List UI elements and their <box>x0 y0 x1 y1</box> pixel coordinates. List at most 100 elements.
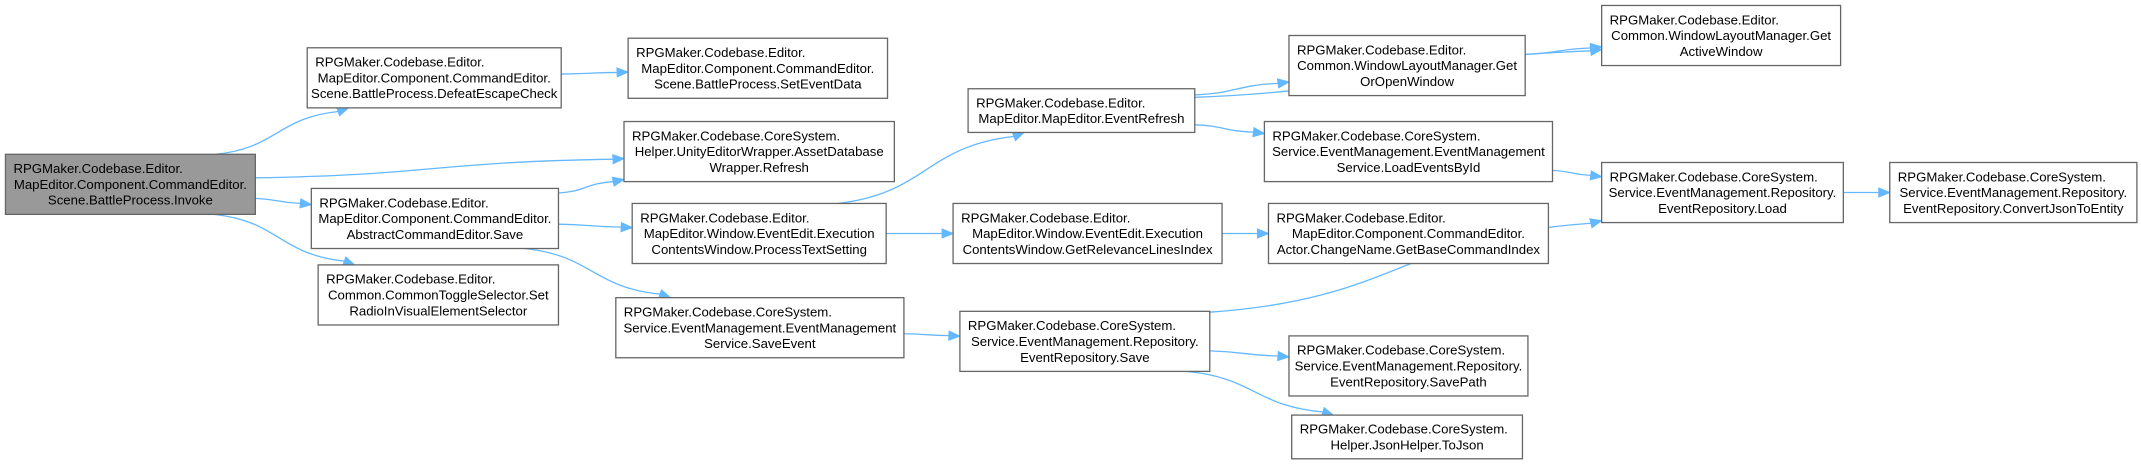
node-label-line: RPGMaker.Codebase.CoreSystem. <box>632 128 840 143</box>
arrowhead-icon <box>611 176 626 187</box>
node-box <box>306 47 562 109</box>
node-label-line: Common.WindowLayoutManager.Get <box>1297 58 1517 73</box>
node-savepath[interactable]: RPGMaker.Codebase.CoreSystem.Service.Eve… <box>1288 335 1529 397</box>
node-label-line: RPGMaker.Codebase.CoreSystem. <box>1898 169 2106 184</box>
node-label-line: Actor.ChangeName.GetBaseCommandIndex <box>1277 242 1541 257</box>
node-label-line: MapEditor.Window.EventEdit.Execution <box>972 226 1203 241</box>
node-label-line: Service.EventManagement.Repository. <box>971 334 1199 349</box>
node-label-line: Service.EventManagement.Repository. <box>1609 185 1837 200</box>
node-box <box>1288 335 1529 397</box>
edge-line <box>255 197 301 205</box>
node-load[interactable]: RPGMaker.Codebase.CoreSystem.Service.Eve… <box>1601 161 1844 224</box>
edge-load-to-convert <box>1843 187 1892 198</box>
edge-line <box>903 333 949 337</box>
node-invoke[interactable]: RPGMaker.Codebase.Editor.MapEditor.Compo… <box>4 153 256 216</box>
node-label-line: RPGMaker.Codebase.Editor. <box>1276 210 1445 225</box>
node-label-line: RPGMaker.Codebase.Editor. <box>326 272 495 287</box>
node-label-line: ContentsWindow.GetRelevanceLinesIndex <box>963 242 1213 257</box>
edge-line <box>1552 169 1591 176</box>
edge-line <box>213 213 345 262</box>
edge-line <box>1186 370 1323 413</box>
edge-invoke-to-abstractsave <box>255 197 313 209</box>
node-basecmd[interactable]: RPGMaker.Codebase.Editor.MapEditor.Compo… <box>1267 202 1550 265</box>
node-label-line: Helper.JsonHelper.ToJson <box>1330 437 1483 452</box>
node-label-line: RPGMaker.Codebase.CoreSystem. <box>1297 343 1505 358</box>
node-label-line: ContentsWindow.ProcessTextSetting <box>651 242 867 257</box>
arrowhead-icon <box>941 228 955 239</box>
edge-loadbyid-to-load <box>1552 169 1603 181</box>
node-label-line: MapEditor.Window.EventEdit.Execution <box>644 226 875 241</box>
arrowhead-icon <box>1589 218 1603 229</box>
node-box <box>1288 34 1526 97</box>
node-processtext[interactable]: RPGMaker.Codebase.Editor.MapEditor.Windo… <box>631 202 887 265</box>
node-defeat[interactable]: RPGMaker.Codebase.Editor.MapEditor.Compo… <box>306 47 562 109</box>
node-box <box>952 202 1223 265</box>
node-label-line: RPGMaker.Codebase.CoreSystem. <box>968 318 1176 333</box>
edge-eventrefresh-to-loadbyid <box>1194 124 1266 138</box>
node-relevance[interactable]: RPGMaker.Codebase.Editor.MapEditor.Windo… <box>952 202 1223 265</box>
edge-invoke-to-refresh <box>255 153 626 179</box>
node-getoropen[interactable]: RPGMaker.Codebase.Editor.Common.WindowLa… <box>1288 34 1526 97</box>
arrowhead-icon <box>1011 131 1026 142</box>
node-label-line: MapEditor.Component.CommandEditor. <box>14 177 247 192</box>
arrowhead-icon <box>335 106 350 117</box>
edge-line <box>1525 47 1591 55</box>
node-label-line: Common.CommonToggleSelector.Set <box>328 288 549 303</box>
edge-reposave-to-savepath <box>1209 350 1291 362</box>
node-label-line: Service.SaveEvent <box>704 336 816 351</box>
node-box <box>631 202 887 265</box>
edge-invoke-to-defeat <box>216 106 350 155</box>
edge-line <box>1209 350 1279 357</box>
node-tojson[interactable]: RPGMaker.Codebase.CoreSystem.Helper.Json… <box>1291 414 1524 460</box>
node-abstractsave[interactable]: RPGMaker.Codebase.Editor.MapEditor.Compo… <box>310 187 560 250</box>
node-label-line: Wrapper.Refresh <box>709 160 808 175</box>
node-label-line: EventRepository.Save <box>1020 350 1150 365</box>
node-label-line: Service.EventManagement.EventManagement <box>624 320 897 335</box>
node-label-line: Service.EventManagement.Repository. <box>1899 185 2127 200</box>
node-loadbyid[interactable]: RPGMaker.Codebase.CoreSystem.Service.Eve… <box>1263 120 1554 183</box>
node-box <box>317 264 560 326</box>
arrowhead-icon <box>1589 42 1603 54</box>
node-box <box>1889 161 2138 224</box>
node-box <box>1601 161 1844 224</box>
node-label-line: RPGMaker.Codebase.CoreSystem. <box>624 305 832 320</box>
edge-relevance-to-basecmd <box>1222 228 1270 239</box>
node-label-line: RPGMaker.Codebase.CoreSystem. <box>1610 169 1818 184</box>
edge-saveevent-to-reposave <box>903 330 962 341</box>
node-seteventdata[interactable]: RPGMaker.Codebase.Editor.MapEditor.Compo… <box>627 37 889 99</box>
node-box <box>967 88 1196 134</box>
edge-line <box>1194 124 1254 133</box>
node-label-line: MapEditor.MapEditor.EventRefresh <box>978 111 1184 126</box>
arrowhead-icon <box>1878 187 1892 198</box>
edge-line <box>1194 82 1279 96</box>
node-label-line: Service.EventManagement.Repository. <box>1295 359 1523 374</box>
node-label-line: Scene.BattleProcess.DefeatEscapeCheck <box>311 86 558 101</box>
node-eventrefresh[interactable]: RPGMaker.Codebase.Editor.MapEditor.MapEd… <box>967 88 1196 134</box>
edge-defeat-to-seteventdata <box>561 67 630 78</box>
node-label-line: RPGMaker.Codebase.CoreSystem. <box>1300 422 1508 437</box>
node-label-line: RPGMaker.Codebase.Editor. <box>13 161 182 176</box>
node-box <box>615 297 905 359</box>
node-refresh[interactable]: RPGMaker.Codebase.CoreSystem.Helper.Unit… <box>623 120 896 183</box>
node-saveevent[interactable]: RPGMaker.Codebase.CoreSystem.Service.Eve… <box>615 297 905 359</box>
arrowhead-icon <box>342 256 356 266</box>
node-toggle[interactable]: RPGMaker.Codebase.Editor.Common.CommonTo… <box>317 264 560 326</box>
node-label-line: RadioInVisualElementSelector <box>349 303 527 318</box>
node-reposave[interactable]: RPGMaker.Codebase.CoreSystem.Service.Eve… <box>959 310 1211 373</box>
node-activewindow[interactable]: RPGMaker.Codebase.Editor.Common.WindowLa… <box>1601 4 1842 67</box>
edge-eventrefresh-to-getoropen <box>1194 78 1291 96</box>
node-label-line: RPGMaker.Codebase.Editor. <box>976 95 1145 110</box>
edge-abstractsave-to-processtext <box>558 221 634 233</box>
arrowhead-icon <box>1277 350 1291 362</box>
nodes-layer: RPGMaker.Codebase.Editor.MapEditor.Compo… <box>4 4 2138 460</box>
node-label-line: RPGMaker.Codebase.Editor. <box>1610 12 1779 27</box>
node-label-line: MapEditor.Component.CommandEditor. <box>641 61 874 76</box>
node-label-line: MapEditor.Component.CommandEditor. <box>318 70 551 85</box>
edge-line <box>837 135 1014 205</box>
arrowhead-icon <box>620 221 634 233</box>
node-box <box>4 153 256 216</box>
arrowhead-icon <box>612 153 626 165</box>
node-box <box>1263 120 1554 183</box>
node-convert[interactable]: RPGMaker.Codebase.CoreSystem.Service.Eve… <box>1889 161 2138 224</box>
node-box <box>1267 202 1550 265</box>
